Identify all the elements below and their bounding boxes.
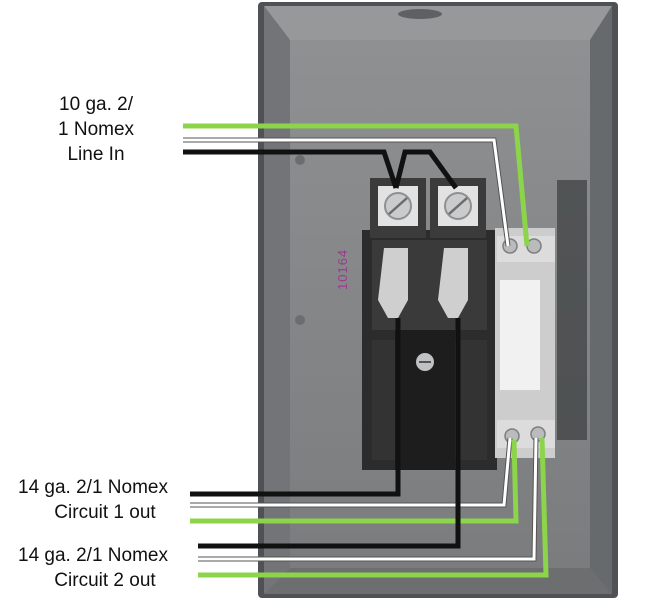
bus-stabs <box>378 248 468 318</box>
neutral-ground-bar <box>495 180 587 458</box>
knockout <box>398 9 442 19</box>
line-in-wires <box>183 123 530 247</box>
line-in-hot-wire-1 <box>183 149 399 189</box>
mounting-hole <box>295 315 305 325</box>
label-circuit-2: 14 ga. 2/1 Nomex Circuit 2 out <box>18 543 168 593</box>
label-circuit-2-line-2: Circuit 2 out <box>54 570 156 591</box>
label-line-in-line-1: 10 ga. 2/ <box>59 94 133 115</box>
ground-screw <box>526 238 542 254</box>
circuit-1-ground-wire <box>190 439 519 524</box>
label-line-in-line-2: 1 Nomex <box>58 119 135 140</box>
panel-marking: 10164 <box>335 249 350 290</box>
circuit-2-wires <box>198 318 549 578</box>
mounting-hole <box>295 155 305 165</box>
circuit-1-wires <box>190 318 519 524</box>
label-line-in: 10 ga. 2/ 1 Nomex Line In <box>58 92 134 167</box>
main-lugs <box>370 178 486 238</box>
label-line-in-line-3: Line In <box>67 144 125 165</box>
circuit-2-hot-wire <box>198 318 461 549</box>
label-circuit-2-line-1: 14 ga. 2/1 Nomex <box>18 545 168 566</box>
line-in-ground-wire <box>183 123 530 247</box>
label-circuit-1: 14 ga. 2/1 Nomex Circuit 1 out <box>18 475 168 525</box>
line-in-hot-wire-2 <box>393 149 459 190</box>
circuit-2-ground-wire <box>198 437 549 578</box>
label-circuit-1-line-1: 14 ga. 2/1 Nomex <box>18 477 168 498</box>
circuit-1-hot-wire <box>190 318 401 497</box>
label-circuit-1-line-2: Circuit 1 out <box>54 502 156 523</box>
